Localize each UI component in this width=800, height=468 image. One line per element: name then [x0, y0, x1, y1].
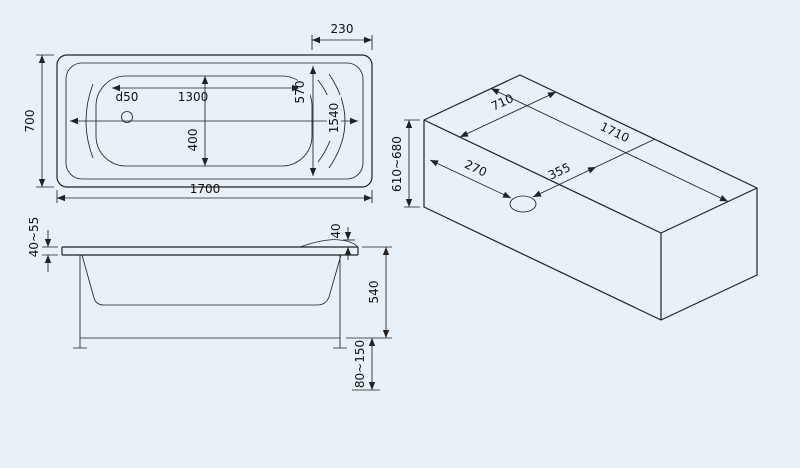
dim-inner-length-1540: 1540 [70, 95, 358, 141]
dim-headrest-rise-40: 40 [329, 223, 355, 260]
dim-line [532, 166, 597, 198]
dim-width-710: 710 [459, 91, 557, 138]
support-frame [73, 255, 347, 349]
top-view: 1540 230 700 1700 1300 400 [23, 22, 373, 203]
dim-overall-width-700: 700 [23, 54, 54, 188]
drain-hole-icon [121, 111, 133, 123]
dim-label-bottom-length: 1300 [178, 90, 209, 104]
dim-leg-height-80-150: 80~150 [352, 338, 380, 391]
dim-label-height-range: 610~680 [390, 136, 404, 192]
dim-ext [311, 35, 373, 50]
dim-label-headrest: 230 [331, 22, 354, 36]
dim-rim-edge-40-55: 40~55 [27, 217, 58, 272]
dim-label-body-height: 540 [367, 281, 381, 304]
dim-label-bottom-width: 400 [186, 129, 200, 152]
dim-label-drain-offset-end: 270 [462, 157, 489, 179]
dim-drain-offset-270: 270 [429, 157, 512, 199]
dim-label-drain: d50 [116, 90, 139, 104]
dim-body-height-540: 540 [346, 246, 392, 339]
dim-label-drain-offset-side: 355 [546, 160, 573, 182]
dim-ext [42, 246, 58, 256]
dim-line [490, 88, 729, 202]
dim-length-1710: 1710 [490, 88, 729, 202]
dim-ext [404, 119, 420, 208]
dim-label-leg-height: 80~150 [353, 340, 367, 388]
label-mask [298, 75, 310, 111]
basin-profile [81, 254, 342, 306]
dim-label-width: 710 [489, 91, 516, 113]
drain-marker: d50 [116, 90, 139, 123]
side-view: 40~55 40 540 80~150 [27, 217, 392, 391]
dim-inner-width-head-570: 570 [293, 66, 317, 176]
dim-line [429, 159, 512, 199]
dim-ext [595, 138, 656, 168]
tub-rim-outline [65, 62, 364, 180]
headrest-profile [299, 239, 359, 248]
dim-label-rim-edge: 40~55 [27, 217, 41, 258]
dim-bottom-width-400: 400 [186, 76, 209, 166]
dim-height-610-680: 610~680 [390, 119, 420, 208]
dim-label-headrest-rise: 40 [329, 223, 343, 238]
dim-bottom-length-1300: 1300 [112, 84, 300, 104]
label-mask [327, 95, 341, 141]
box-outline [423, 74, 758, 321]
drain-hole-icon [509, 195, 537, 213]
dim-label-inner-width-head: 570 [293, 81, 307, 104]
dim-label-inner-length: 1540 [327, 103, 341, 134]
tub-deck-outline [56, 54, 373, 188]
dim-ext [36, 54, 54, 188]
deck-profile [61, 246, 359, 256]
dim-drain-offset-355: 355 [532, 138, 656, 198]
isometric-view: 710 1710 610~680 270 355 [390, 74, 758, 321]
dim-label-overall-width: 700 [23, 110, 37, 133]
dim-label-overall-length: 1700 [190, 182, 221, 196]
dim-overall-length-1700: 1700 [56, 182, 373, 203]
dim-headrest-230: 230 [311, 22, 373, 50]
